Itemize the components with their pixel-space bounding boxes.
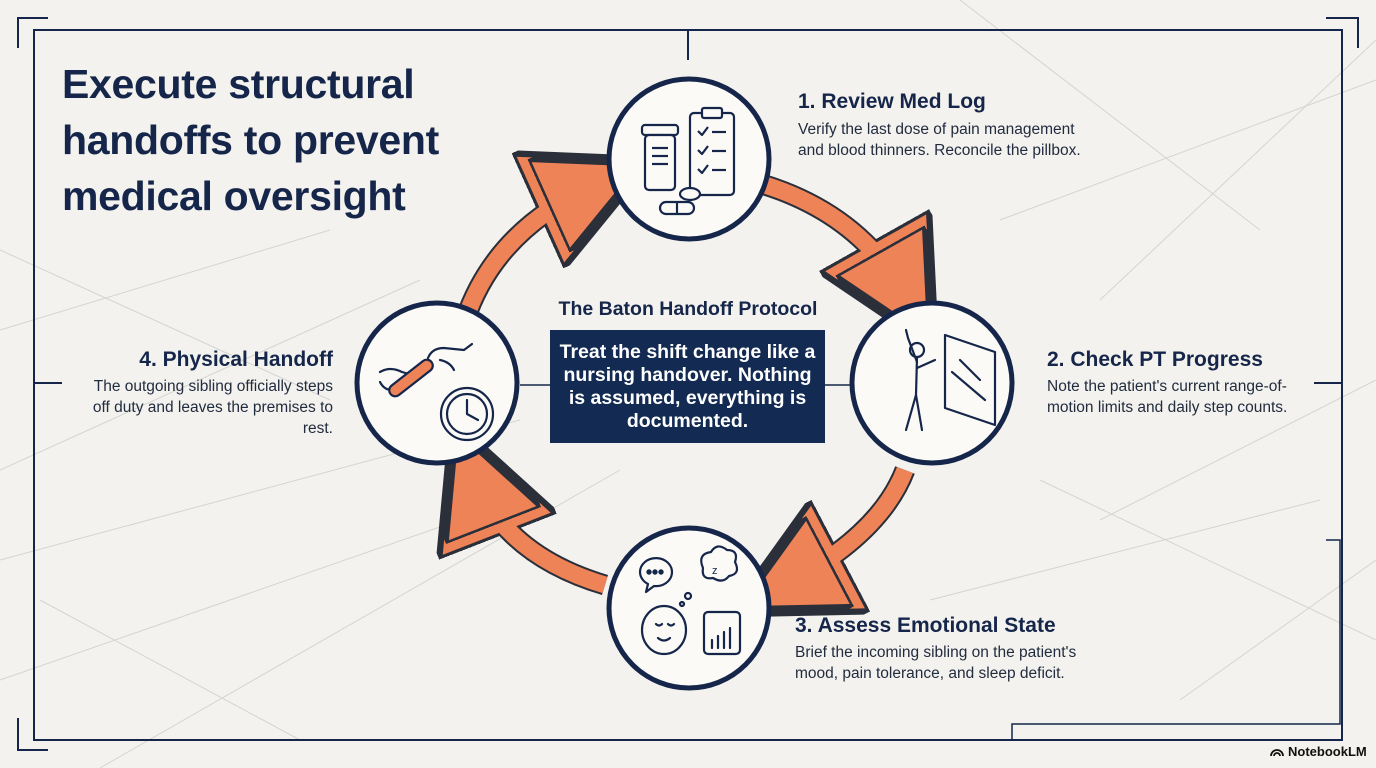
- svg-text:z: z: [712, 565, 718, 577]
- arrow-step4-to-step1: [455, 185, 595, 324]
- stretching-person-icon: [904, 328, 997, 432]
- step-1-node: [606, 76, 772, 242]
- pill-bottle-clipboard-icon: [640, 106, 736, 216]
- step-4-description: The outgoing sibling officially steps of…: [92, 378, 333, 437]
- arrow-step2-to-step3: [785, 466, 915, 585]
- step-4-title: 4. Physical Handoff: [139, 348, 333, 371]
- brand-mark: NotebookLM: [1270, 744, 1367, 759]
- mood-sleep-icon: z: [638, 545, 742, 656]
- page-title: Execute structural handoffs to prevent m…: [62, 61, 439, 219]
- frame: [17, 17, 1359, 751]
- step-1-title: 1. Review Med Log: [798, 90, 986, 113]
- step-4-node: [354, 300, 520, 466]
- step-3-title: 3. Assess Emotional State: [795, 614, 1056, 637]
- step-3-description: Brief the incoming sibling on the patien…: [795, 644, 1077, 682]
- baton-clock-icon: [378, 342, 495, 442]
- step-1-description: Verify the last dose of pain management …: [798, 121, 1081, 159]
- center-callout-box: Treat the shift change like a nursing ha…: [550, 330, 825, 443]
- notebooklm-logo-icon: [1270, 748, 1284, 756]
- cycle-arrows: [465, 185, 905, 585]
- center-heading: The Baton Handoff Protocol: [558, 298, 818, 320]
- arrow-step1-to-step2: [761, 174, 905, 295]
- brand-label: NotebookLM: [1288, 744, 1367, 759]
- center-callout-text: Treat the shift change like a nursing ha…: [559, 340, 816, 432]
- step-2-title: 2. Check PT Progress: [1047, 348, 1263, 371]
- step-3-node: z: [606, 525, 772, 691]
- arrow-step3-to-step4: [475, 478, 609, 596]
- step-2-node: [849, 300, 1015, 466]
- step-2-description: Note the patient's current range-of-moti…: [1047, 378, 1288, 416]
